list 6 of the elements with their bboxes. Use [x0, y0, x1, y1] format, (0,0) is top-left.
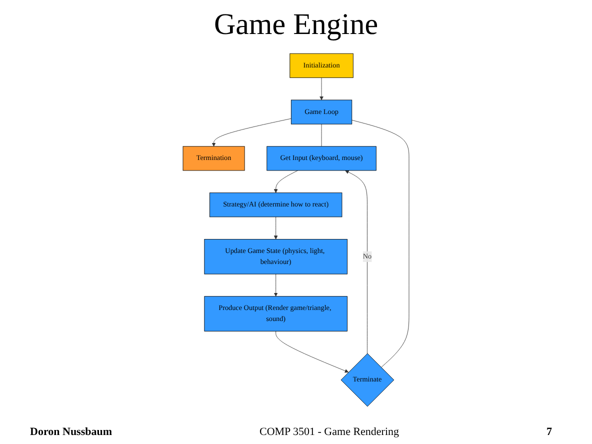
connector	[352, 120, 410, 368]
footer-text: Doron Nussbaum	[30, 426, 112, 438]
connector	[321, 124, 322, 147]
footer-text: COMP 3501 - Game Rendering	[260, 426, 400, 438]
footer-text: 7	[546, 426, 552, 438]
title: Game Engine	[212, 8, 380, 42]
